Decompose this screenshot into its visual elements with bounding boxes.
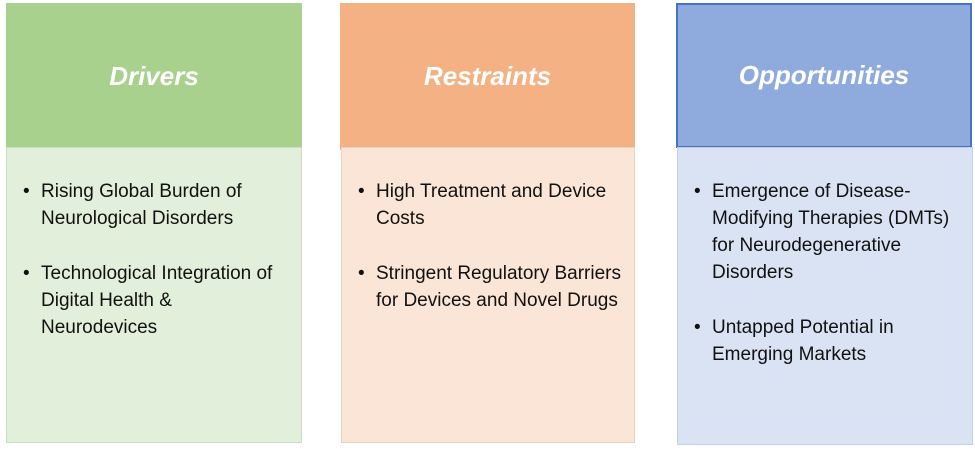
drivers-panel: Rising Global Burden of Neurological Dis… bbox=[6, 147, 302, 443]
restraints-panel: High Treatment and Device Costs Stringen… bbox=[341, 147, 635, 443]
opportunities-title: Opportunities bbox=[738, 60, 910, 90]
list-item: Untapped Potential in Emerging Markets bbox=[694, 314, 960, 368]
drivers-header: Drivers bbox=[6, 3, 302, 150]
drivers-list: Rising Global Burden of Neurological Dis… bbox=[23, 178, 289, 341]
opportunities-panel: Emergence of Disease-Modifying Therapies… bbox=[677, 147, 973, 445]
list-item: Stringent Regulatory Barriers for Device… bbox=[358, 260, 622, 314]
restraints-list: High Treatment and Device Costs Stringen… bbox=[358, 178, 622, 314]
list-item: Technological Integration of Digital Hea… bbox=[23, 260, 289, 341]
restraints-header: Restraints bbox=[340, 3, 635, 150]
list-item: Emergence of Disease-Modifying Therapies… bbox=[694, 178, 960, 286]
restraints-title: Restraints bbox=[423, 61, 552, 91]
list-item: Rising Global Burden of Neurological Dis… bbox=[23, 178, 289, 232]
drivers-title: Drivers bbox=[109, 61, 199, 91]
list-item: High Treatment and Device Costs bbox=[358, 178, 622, 232]
opportunities-header: Opportunities bbox=[676, 3, 972, 148]
opportunities-list: Emergence of Disease-Modifying Therapies… bbox=[694, 178, 960, 368]
